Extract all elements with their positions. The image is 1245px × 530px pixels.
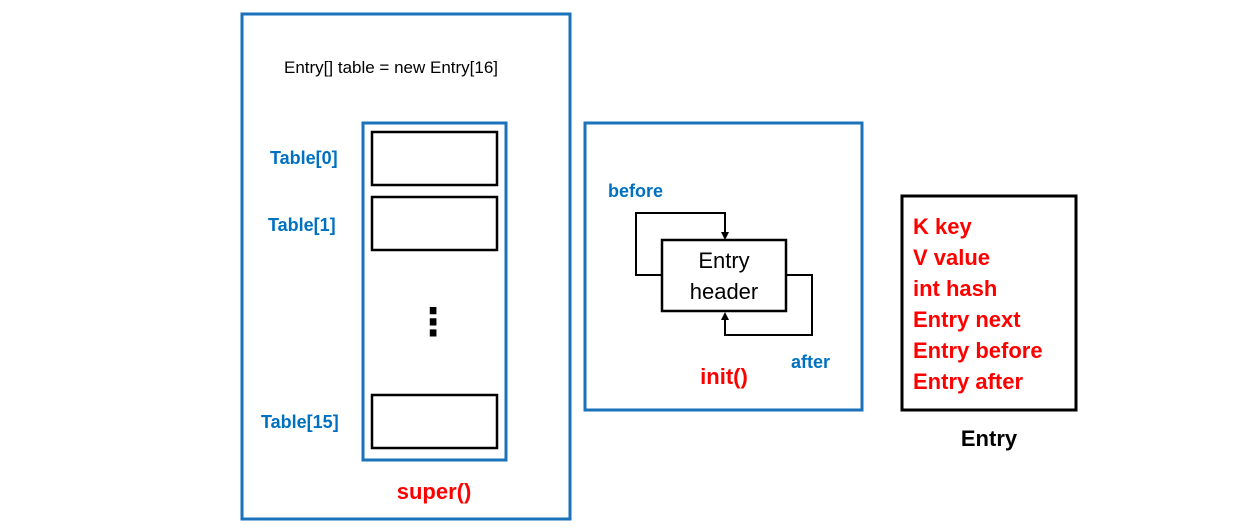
table-array-container [361, 121, 508, 462]
entry-field-value: V value [913, 245, 990, 270]
entry-header-box [660, 238, 788, 313]
entry-header-line1: Entry [698, 248, 749, 273]
entry-class-box [900, 194, 1078, 412]
slot-label-0: Table[0] [270, 148, 338, 168]
super-panel: Entry[] table = new Entry[16] Table[0] T… [240, 12, 572, 521]
entry-field-after: Entry after [913, 369, 1023, 394]
slot-label-15: Table[15] [261, 412, 339, 432]
init-caption: init() [700, 364, 748, 389]
entry-field-key: K key [913, 214, 972, 239]
init-panel-border [583, 121, 864, 412]
table-slot-1 [370, 195, 499, 252]
super-caption: super() [397, 479, 472, 504]
before-arrow [635, 212, 729, 276]
after-arrow [721, 274, 813, 336]
ellipsis-vertical: ⋮ [414, 302, 452, 344]
table-declaration: Entry[] table = new Entry[16] [284, 58, 498, 77]
entry-caption: Entry [961, 426, 1018, 451]
entry-field-hash: int hash [913, 276, 997, 301]
entry-field-before: Entry before [913, 338, 1043, 363]
entry-field-next: Entry next [913, 307, 1021, 332]
before-label: before [608, 181, 663, 201]
init-panel: before Entry header after init() [583, 121, 864, 412]
after-label: after [791, 352, 830, 372]
slot-label-1: Table[1] [268, 215, 336, 235]
table-slot-0 [370, 130, 499, 187]
entry-class: K key V value int hash Entry next Entry … [900, 194, 1078, 451]
super-panel-border [240, 12, 572, 521]
table-slot-15 [370, 393, 499, 450]
entry-header-line2: header [690, 279, 759, 304]
